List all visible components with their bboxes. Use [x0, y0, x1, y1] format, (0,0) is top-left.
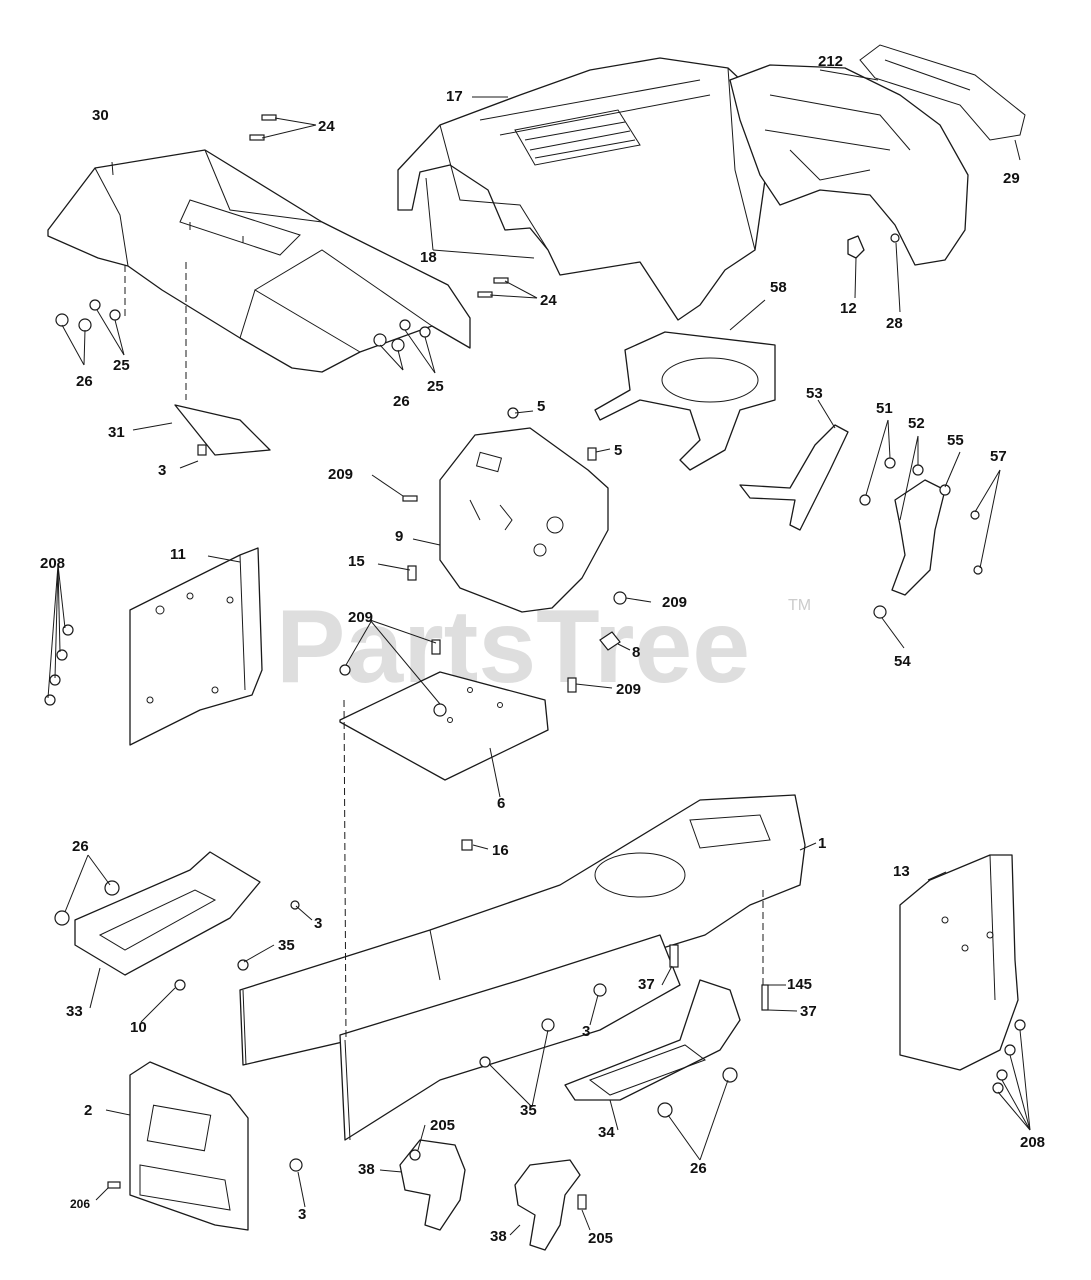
part-38-bracket-left[interactable]: [399, 1139, 466, 1231]
callout-18: 18: [420, 249, 437, 266]
callout-30: 30: [92, 107, 109, 124]
part-6-floor-plate[interactable]: [339, 671, 549, 781]
callout-17: 17: [446, 88, 463, 105]
callout-3-upper: 3: [158, 462, 166, 479]
callout-37-b: 37: [800, 1003, 817, 1020]
part-30-fender[interactable]: [47, 149, 471, 373]
callout-205-a: 205: [430, 1117, 455, 1134]
callout-208-right: 208: [1020, 1134, 1045, 1151]
callout-9: 9: [395, 528, 403, 545]
callout-24-mid: 24: [540, 292, 557, 309]
callout-145: 145: [787, 976, 812, 993]
callout-3-frame: 3: [582, 1023, 590, 1040]
callout-6: 6: [497, 795, 505, 812]
callout-24-top: 24: [318, 118, 335, 135]
callout-58: 58: [770, 279, 787, 296]
callout-51: 51: [876, 400, 893, 417]
callout-209-a: 209: [328, 466, 353, 483]
callout-29: 29: [1003, 170, 1020, 187]
callout-16: 16: [492, 842, 509, 859]
part-33-footrest-left[interactable]: [74, 851, 261, 976]
callout-35-right: 35: [520, 1102, 537, 1119]
callout-3-footrest: 3: [314, 915, 322, 932]
callout-26-left: 26: [76, 373, 93, 390]
part-13-right-panel[interactable]: [899, 854, 1019, 1071]
callout-labels: 17 212 29 30 24 18 24 12 28 26 25 26 25 …: [40, 53, 1045, 1247]
callout-5-right: 5: [614, 442, 622, 459]
callout-34: 34: [598, 1124, 615, 1141]
callout-12: 12: [840, 300, 857, 317]
part-55-bracket[interactable]: [891, 479, 946, 596]
callout-26-footrest: 26: [72, 838, 89, 855]
callout-10: 10: [130, 1019, 147, 1036]
callout-11: 11: [170, 546, 186, 563]
part-9-dash-panel[interactable]: [439, 427, 609, 613]
part-38-bracket-right[interactable]: [514, 1159, 581, 1251]
callout-38-b: 38: [490, 1228, 507, 1245]
part-212-grille[interactable]: [729, 44, 1026, 266]
callout-26-right: 26: [690, 1160, 707, 1177]
callout-37-a: 37: [638, 976, 655, 993]
callout-38-a: 38: [358, 1161, 375, 1178]
hardware: [44, 114, 1026, 1210]
callout-8: 8: [632, 644, 640, 661]
callout-25-left: 25: [113, 357, 130, 374]
callout-35-left: 35: [278, 937, 295, 954]
assembly-line: [343, 699, 347, 1041]
part-17-hood[interactable]: [397, 57, 766, 321]
callout-26-mid: 26: [393, 393, 410, 410]
callout-206: 206: [70, 1197, 90, 1211]
callout-25-mid: 25: [427, 378, 444, 395]
callout-57: 57: [990, 448, 1007, 465]
callout-33: 33: [66, 1003, 83, 1020]
part-53-bracket[interactable]: [739, 424, 849, 531]
callout-1: 1: [818, 835, 826, 852]
callout-209-b: 209: [662, 594, 687, 611]
callout-208-left: 208: [40, 555, 65, 572]
callout-3-front: 3: [298, 1206, 306, 1223]
part-1-main-frame[interactable]: [239, 794, 806, 1141]
callout-31: 31: [108, 424, 125, 441]
callout-53: 53: [806, 385, 823, 402]
callout-52: 52: [908, 415, 925, 432]
part-34-footrest-right[interactable]: [564, 979, 741, 1101]
part-12-latch[interactable]: [847, 235, 865, 259]
callout-28: 28: [886, 315, 903, 332]
leader-lines: [47, 69, 1031, 1236]
callout-15: 15: [348, 553, 365, 570]
callout-205-b: 205: [588, 1230, 613, 1247]
callout-212: 212: [818, 53, 843, 70]
callout-2: 2: [84, 1102, 92, 1119]
callout-5-top: 5: [537, 398, 545, 415]
part-2-front-plate[interactable]: [129, 1061, 249, 1231]
watermark-trademark: TM: [788, 597, 811, 614]
callout-13: 13: [893, 863, 910, 880]
part-11-left-panel[interactable]: [129, 547, 263, 746]
callout-209-d: 209: [616, 681, 641, 698]
callout-55: 55: [947, 432, 964, 449]
callout-54: 54: [894, 653, 911, 670]
callout-209-c: 209: [348, 609, 373, 626]
part-58-hood-support[interactable]: [594, 331, 776, 471]
